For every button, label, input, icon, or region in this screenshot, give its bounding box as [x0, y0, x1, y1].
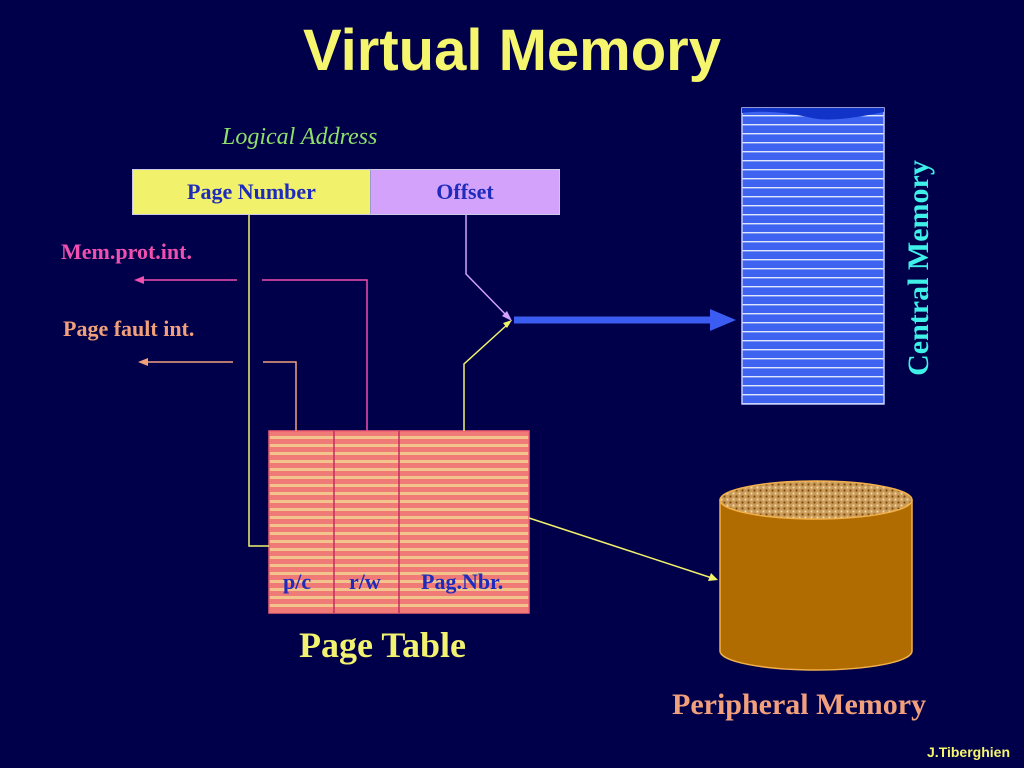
frame-number-connector — [463, 320, 512, 431]
page-table — [268, 430, 530, 614]
page-table-col-pc: p/c — [283, 569, 312, 594]
mem-prot-connector — [134, 276, 368, 431]
peripheral-memory-label: Peripheral Memory — [672, 688, 927, 721]
author-credit: J.Tiberghien — [927, 744, 1010, 760]
logical-address-register: Page Number Offset — [132, 169, 560, 215]
central-memory-block — [741, 107, 885, 405]
logical-address-caption: Logical Address — [222, 124, 378, 150]
mem-prot-int-label: Mem.prot.int. — [61, 239, 192, 264]
page-table-to-disk-connector — [528, 517, 718, 581]
page-number-field: Page Number — [133, 170, 371, 214]
page-table-title: Page Table — [299, 625, 467, 665]
slide-title: Virtual Memory — [303, 18, 721, 83]
peripheral-memory-cylinder — [719, 480, 913, 671]
page-table-col-pagnbr: Pag.Nbr. — [421, 569, 504, 594]
offset-connector — [465, 215, 512, 321]
page-fault-connector — [138, 358, 297, 431]
page-number-connector — [248, 215, 269, 547]
page-table-col-rw: r/w — [349, 569, 381, 594]
central-memory-label-wrapper: Central Memory — [902, 148, 936, 388]
page-fault-int-label: Page fault int. — [63, 316, 195, 341]
offset-field: Offset — [371, 170, 559, 214]
central-memory-label: Central Memory — [902, 160, 935, 376]
physical-address-arrow — [514, 309, 736, 331]
